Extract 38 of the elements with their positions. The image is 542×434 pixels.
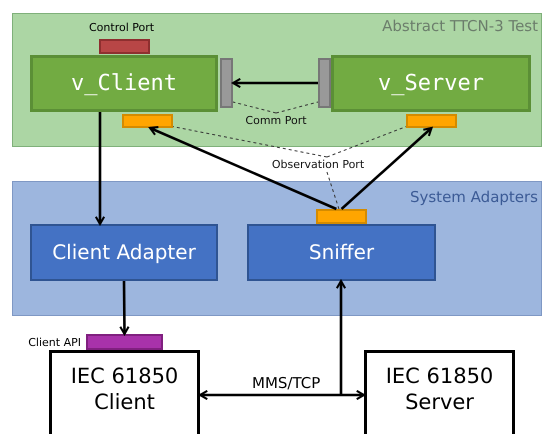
port-bar	[220, 58, 233, 108]
port-bar	[122, 114, 173, 128]
device-name: IEC 61850 Client	[70, 363, 180, 416]
port-bar	[316, 209, 367, 224]
adapter-box	[30, 224, 218, 281]
adapter-name: Client Adapter	[52, 240, 196, 265]
leader-line	[326, 172, 340, 210]
port-bar	[318, 58, 331, 108]
component-box	[331, 55, 531, 112]
leader-line	[172, 126, 328, 158]
arrow	[336, 280, 346, 395]
leader-line	[276, 102, 318, 114]
group-title: Abstract TTCN-3 Test	[382, 17, 538, 36]
port-bar	[406, 114, 457, 128]
port-label: Observation Port	[262, 157, 374, 172]
component-name: v_Server	[378, 70, 484, 98]
adapter-box	[247, 224, 436, 281]
arrow	[340, 126, 433, 210]
component-box	[30, 55, 218, 112]
arrow	[198, 390, 366, 400]
leader-line	[326, 126, 406, 158]
leader-line	[232, 102, 276, 114]
port-label: Comm Port	[240, 113, 312, 128]
arrow	[232, 78, 318, 88]
component-name: v_Client	[71, 70, 177, 98]
adapter-name: Sniffer	[308, 240, 374, 265]
arrow	[94, 112, 106, 226]
device-name: IEC 61850 Server	[384, 363, 494, 416]
group-panel	[12, 13, 542, 147]
device-box	[364, 350, 515, 434]
arrow	[149, 126, 337, 210]
arrow	[119, 280, 130, 336]
group-title: System Adapters	[410, 188, 538, 207]
edge-label: MMS/TCP	[250, 374, 322, 392]
port-label: Client API	[28, 336, 81, 350]
group-panel	[12, 181, 542, 316]
port-label: Control Port	[89, 21, 154, 35]
device-box	[49, 350, 200, 434]
